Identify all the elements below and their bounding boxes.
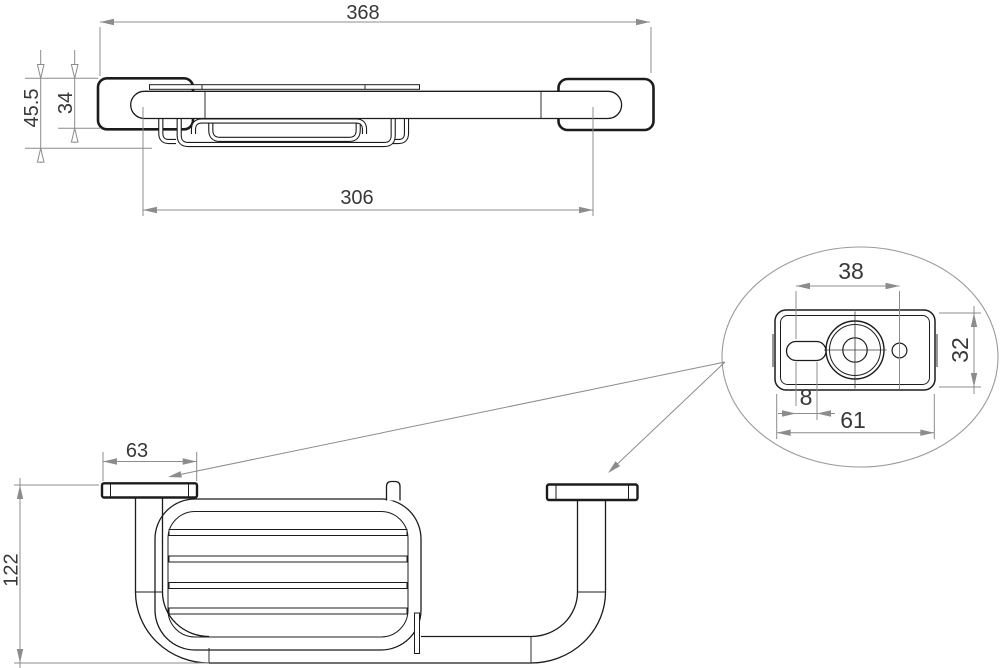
detail-plate-outer [774, 309, 936, 391]
leader-arrow-right-icon [608, 461, 621, 473]
dim-8: 8 [778, 362, 835, 420]
plan-basket-bar-2 [168, 555, 408, 563]
dim-63-arrow-left-icon [103, 458, 117, 465]
leader-arrow-left-icon [168, 471, 182, 478]
dim-45-5-label: 45.5 [21, 89, 43, 128]
dim-122-arrow-bottom-icon [16, 649, 24, 663]
dim-32-arrow-top-icon [970, 313, 978, 327]
dim-122-arrow-top-icon [16, 485, 24, 499]
dim-34-label: 34 [55, 92, 77, 114]
dim-306-lines [142, 107, 594, 216]
plan-view-dimensions: 63 122 [1, 440, 209, 668]
wire-front-rim-face [192, 119, 366, 134]
dim-368-arrow-left-icon [100, 18, 114, 26]
dim-61-arrow-left-icon [776, 429, 791, 436]
dim-61: 61 [776, 394, 935, 439]
front-basket-back-rim [149, 84, 420, 90]
plan-basket-bar-3 [168, 582, 408, 589]
front-rail-joint-ticks [204, 91, 542, 119]
plan-hook-tab-bottom [414, 612, 420, 654]
plan-left-plate-end-ticks [110, 483, 189, 498]
detail-view-dimensions: 38 32 8 61 [776, 258, 981, 439]
dim-45-5-arrow-bottom-icon [36, 148, 45, 163]
dim-34: 34 [55, 50, 100, 143]
dim-38-arrow-left-icon [796, 282, 810, 290]
plan-right-elbow-outer [530, 591, 607, 664]
plan-basket-bars [168, 529, 408, 615]
dim-61-lines [776, 394, 935, 439]
leader-line-to-right-plate [609, 361, 726, 472]
dim-8-label: 8 [800, 384, 813, 410]
plan-right-arm [576, 500, 607, 592]
wire-front-rim [190, 118, 368, 134]
plan-right-wall-plate [545, 483, 639, 502]
plan-left-elbow-outer [134, 591, 210, 664]
plan-basket-bar-1 [168, 529, 408, 536]
plan-basket-bar-4 [168, 607, 408, 615]
dim-38: 38 [795, 258, 900, 406]
wire-outer-left-face [159, 115, 176, 143]
dim-8-arrow-left-icon [782, 410, 796, 417]
plan-right-plate-end-ticks [555, 484, 629, 500]
plan-right-elbow-inner [530, 591, 579, 638]
dim-306-arrow-right-icon [579, 206, 593, 214]
dim-306: 306 [142, 107, 594, 216]
dim-63-lines [102, 452, 198, 481]
dim-368-label: 368 [346, 2, 379, 24]
leader-line-to-left-plate [170, 361, 726, 477]
detail-mounting-slot [785, 340, 827, 362]
dim-38-lines [795, 285, 900, 406]
dim-368-arrow-right-icon [636, 18, 650, 26]
front-back-rim-corner-ticks [201, 84, 366, 90]
wire-lower-loop-face [177, 115, 395, 146]
detail-bubble-ellipse [721, 246, 999, 468]
dim-122: 122 [1, 478, 209, 668]
plan-left-arm [134, 497, 164, 592]
plan-left-wall-plate [100, 482, 199, 499]
dim-368-lines [99, 21, 652, 76]
dim-45-5: 45.5 [21, 50, 152, 163]
dim-63: 63 [102, 440, 198, 481]
dim-61-arrow-right-icon [920, 429, 935, 436]
dim-38-label: 38 [838, 258, 864, 284]
dim-63-arrow-right-icon [182, 458, 197, 465]
dim-61-label: 61 [840, 407, 866, 433]
front-view-dimensions: 368 45.5 34 306 [21, 2, 652, 216]
front-elevation-view [96, 77, 655, 148]
dim-8-arrow-right-icon [817, 410, 831, 417]
front-rail-tube [130, 90, 623, 120]
plan-basket-inner-rim [167, 511, 409, 638]
dim-32: 32 [939, 306, 981, 394]
detail-crosshair-centerlines [824, 311, 887, 389]
detail-plate-side-tabs [772, 334, 938, 367]
dim-32-label: 32 [947, 337, 973, 363]
dim-368: 368 [99, 2, 652, 76]
plan-basket-outer-rim [154, 498, 422, 651]
dim-122-lines [14, 478, 209, 668]
dim-306-arrow-left-icon [143, 206, 157, 214]
dim-34-arrow-bottom-icon [70, 128, 79, 143]
plan-hook-tab-top [385, 480, 401, 501]
dim-32-arrow-bottom-icon [970, 373, 978, 387]
dim-34-arrow-top-icon [70, 64, 79, 79]
wire-middle-loop-face [209, 115, 360, 141]
plan-left-elbow-inner [161, 591, 210, 638]
dim-63-label: 63 [126, 440, 148, 462]
detail-view [721, 246, 999, 468]
plan-view [100, 480, 639, 664]
dim-45-5-arrow-top-icon [36, 64, 45, 79]
dim-306-label: 306 [340, 187, 373, 209]
dim-38-arrow-right-icon [885, 282, 900, 290]
detail-leader-lines [168, 361, 726, 478]
dim-122-label: 122 [1, 553, 23, 586]
wire-outer-right-face [391, 115, 408, 143]
front-basket-wires [158, 115, 410, 148]
